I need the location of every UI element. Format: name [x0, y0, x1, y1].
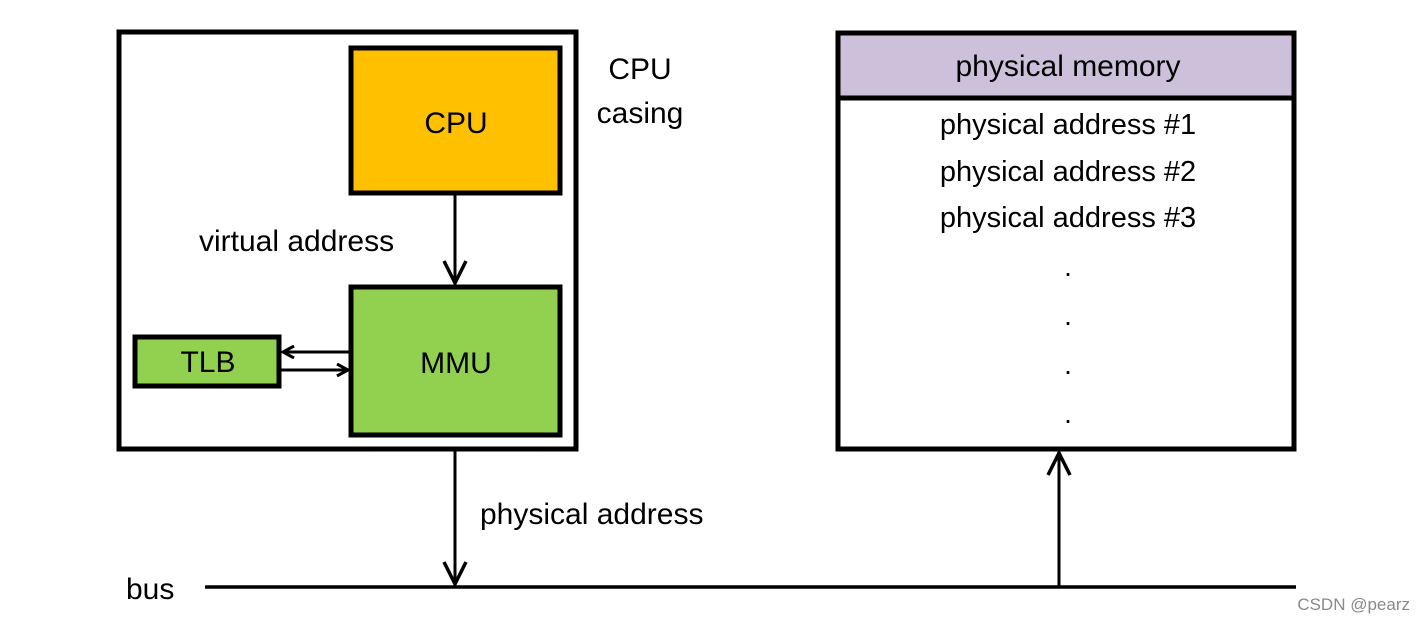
- virtual-address-label: virtual address: [199, 225, 394, 258]
- watermark: CSDN @pearz: [1297, 595, 1410, 614]
- physical-memory-title: physical memory: [955, 50, 1180, 83]
- bus-label: bus: [126, 573, 174, 606]
- cpu-casing-label-line1: CPU: [608, 53, 671, 86]
- ellipsis-dot: .: [1064, 300, 1072, 331]
- tlb-box: [132, 334, 282, 389]
- cpu-casing-box: [116, 29, 579, 452]
- physical-memory-box: [835, 30, 1297, 452]
- cpu-casing-label-line2: casing: [597, 97, 684, 130]
- memory-row: physical address #2: [940, 156, 1196, 188]
- cpu-label: CPU: [424, 107, 487, 140]
- physical-address-label: physical address: [480, 498, 703, 531]
- ellipsis-dot: .: [1064, 349, 1072, 380]
- mmu-box: [348, 284, 563, 438]
- memory-row: physical address #3: [940, 202, 1196, 234]
- tlb-label: TLB: [180, 346, 235, 379]
- ellipsis-dot: .: [1064, 398, 1072, 429]
- mmu-label: MMU: [420, 347, 492, 380]
- ellipsis-dot: .: [1064, 251, 1072, 282]
- physical-memory-header: [838, 33, 1294, 98]
- memory-row: physical address #1: [940, 109, 1196, 141]
